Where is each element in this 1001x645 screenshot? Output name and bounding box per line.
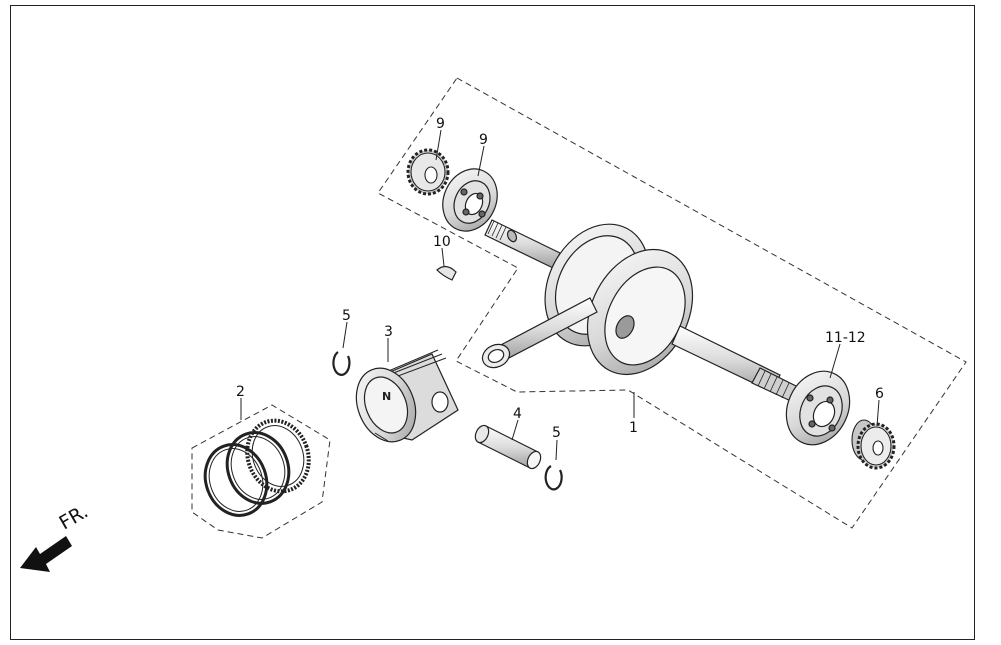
callout-9-bearing: 9 xyxy=(479,132,488,148)
callout-4: 4 xyxy=(513,406,522,422)
callout-1: 1 xyxy=(629,420,638,436)
callout-6: 6 xyxy=(875,386,884,402)
front-direction-arrow-icon xyxy=(20,536,72,572)
crankshaft-group-outline xyxy=(377,77,967,529)
callout-5-left: 5 xyxy=(342,308,351,324)
piston-rings-group-outline xyxy=(191,404,331,539)
piston-pin-clip-left xyxy=(332,351,351,376)
callout-5-right: 5 xyxy=(552,425,561,441)
callout-11-12: 11-12 xyxy=(825,330,866,346)
gear-left xyxy=(406,148,450,196)
crankshaft xyxy=(481,219,801,403)
front-direction-label: FR. xyxy=(56,501,93,535)
callout-2: 2 xyxy=(236,384,245,400)
piston: N xyxy=(355,349,459,443)
diagram-frame xyxy=(10,5,975,640)
bearing-left xyxy=(442,168,498,232)
callout-leaders xyxy=(240,129,880,461)
piston-pin xyxy=(474,424,542,470)
callout-9-gear: 9 xyxy=(436,116,445,132)
piston-marking: N xyxy=(382,390,391,403)
bearing-right xyxy=(785,370,851,446)
piston-rings xyxy=(203,418,311,517)
callout-3: 3 xyxy=(384,324,393,340)
piston-pin-clip-right xyxy=(544,465,563,491)
callout-10: 10 xyxy=(433,234,451,250)
woodruff-key xyxy=(436,265,457,281)
gear-right xyxy=(851,419,896,470)
